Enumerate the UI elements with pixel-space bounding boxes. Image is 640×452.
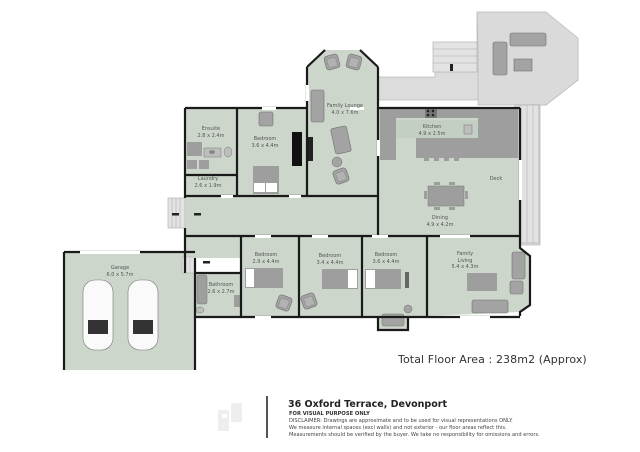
room-dims: 2.6 x 1.9m (194, 182, 222, 189)
room-name: Ensuite (201, 126, 221, 132)
brand-logo-icon (215, 400, 245, 434)
bedroom-top-furniture (253, 111, 279, 194)
room-dims: 4.9 x 4.2m (426, 221, 454, 228)
room-name: Bedroom (254, 252, 278, 258)
room-dims: 6.0 x 5.7m (106, 271, 134, 278)
room-name: Bedroom (318, 253, 342, 259)
room-dims: 3.6 x 4.4m (251, 142, 279, 149)
rooms-fill (64, 50, 530, 370)
room-name: Laundry (197, 176, 219, 182)
disclaimer-line: We measure internal spaces (excl walls) … (289, 425, 507, 432)
kitchen-fixtures (380, 108, 518, 210)
room-dims: 2.8 x 2.4m (197, 132, 225, 139)
room-name: Bathroom (208, 282, 234, 288)
room-name-line2: Living (457, 257, 473, 264)
room-dims: 3.6 x 4.4m (372, 258, 400, 265)
openings (80, 85, 522, 319)
room-dims: 2.6 x 2.7m (207, 288, 235, 295)
room-name: Bedroom (253, 136, 277, 142)
disclaimer-line: DISCLAIMER: Drawings are approximate and… (289, 418, 513, 424)
room-name: Garage (110, 265, 130, 271)
room-dims: 4.0 x 7.6m (331, 109, 359, 116)
family-living-furniture (467, 251, 526, 314)
room-name: Bedroom (374, 252, 398, 258)
footer-divider (266, 396, 268, 438)
lounge-furniture (292, 53, 363, 186)
room-dims: 2.9 x 4.4m (252, 258, 280, 265)
disclaimer: DISCLAIMER: Drawings are approximate and… (289, 418, 609, 440)
property-address: 36 Oxford Terrace, Devonport (288, 399, 447, 410)
room-name: Family Lounge (326, 103, 364, 109)
total-floor-area: Total Floor Area : 238m2 (Approx) (398, 353, 587, 366)
room-name: Kitchen (422, 124, 442, 130)
garage-cars (82, 279, 159, 351)
room-dims: 3.4 x 4.4m (316, 259, 344, 266)
room-dims: 4.9 x 2.5m (418, 130, 446, 137)
visual-purpose-note: FOR VISUAL PURPOSE ONLY (289, 411, 370, 417)
disclaimer-line: Measurements should be verified by the b… (289, 432, 540, 439)
ensuite-fixtures (187, 142, 233, 169)
room-name: Dining (431, 215, 449, 221)
room-dims: 5.4 x 4.3m (451, 264, 479, 270)
floor-plan-drawing (62, 11, 579, 370)
room-name: Deck (489, 176, 503, 182)
room-label-deck: Deck (490, 176, 503, 183)
room-name: Family (456, 251, 474, 257)
